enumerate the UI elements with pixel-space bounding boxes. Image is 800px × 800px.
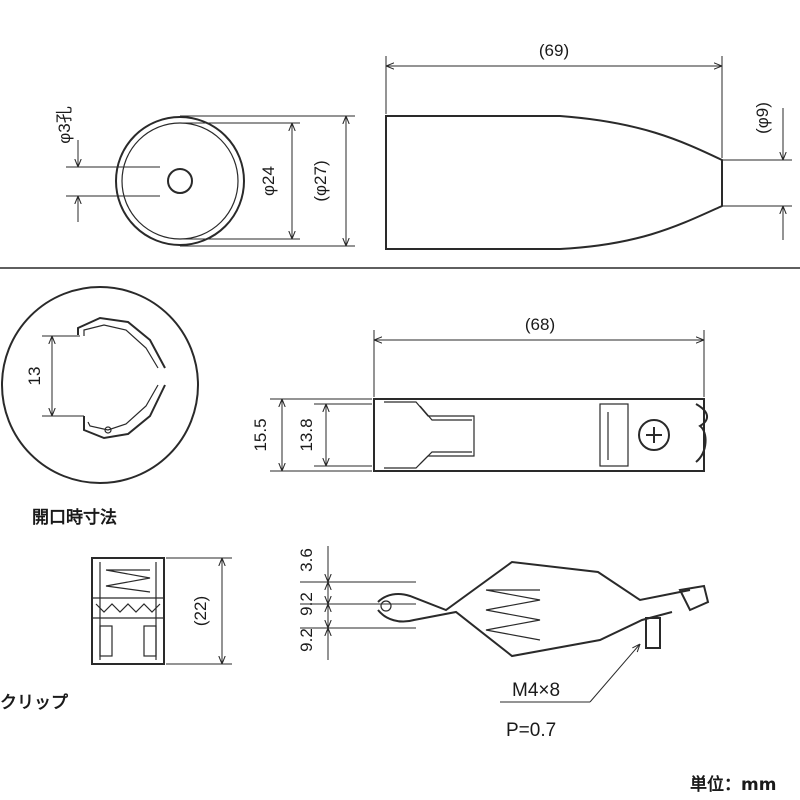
screw-head — [638, 419, 670, 451]
clip-inner-height-label: 13.8 — [297, 418, 316, 451]
outer-diameter-label: (φ27) — [311, 160, 330, 201]
clip-front-body — [91, 557, 165, 665]
boot-body-outline — [385, 115, 723, 250]
upper-arm — [377, 560, 691, 612]
clip-rear-band — [599, 403, 629, 467]
boot-length-label: (69) — [539, 41, 569, 60]
opening-width-label: 13 — [25, 367, 44, 386]
clip-caption: クリップ — [0, 692, 69, 713]
clip-body — [373, 398, 705, 472]
clip-dim-mid-label: 9.2 — [297, 592, 316, 616]
clip-tail — [695, 403, 708, 463]
clip-dim-bottom-label: 9.2 — [297, 628, 316, 652]
inner-diameter-label: φ24 — [259, 166, 278, 196]
screw-size-label: M4×8 — [512, 680, 560, 701]
opening-view: 13 開口時寸法 — [1, 286, 199, 528]
boot-side-view: (69) (φ9) — [385, 41, 792, 250]
opening-caption: 開口時寸法 — [32, 507, 117, 528]
boot-hole — [167, 168, 193, 194]
hole-diameter-label: φ3孔 — [55, 106, 74, 143]
jaw-teeth — [95, 603, 161, 613]
lower-jaw — [83, 384, 166, 440]
screw-body — [645, 617, 661, 649]
opening-outline-circle — [1, 286, 199, 484]
boot-outer-circle — [115, 116, 245, 246]
clip-open-view: 3.6 9.2 9.2 M4×8 P=0.7 — [297, 546, 710, 741]
clip-tab — [678, 584, 710, 612]
clip-side-view: (68) 15.5 13.8 — [251, 315, 708, 472]
upper-jaw — [77, 316, 166, 369]
clip-outer-height-label: 15.5 — [251, 418, 270, 451]
boot-inner-circle — [121, 122, 239, 240]
unit-label: 単位：mm — [690, 774, 776, 795]
screw-leader — [589, 644, 640, 703]
tip-diameter-label: (φ9) — [753, 102, 772, 134]
clip-front-view: (22) クリップ — [0, 557, 232, 713]
spring-coils — [105, 569, 151, 593]
clip-spring — [485, 589, 541, 641]
clip-dim-top-label: 3.6 — [297, 548, 316, 572]
lower-arm — [377, 609, 673, 658]
clip-left-jaw — [384, 401, 475, 469]
clip-front-height-label: (22) — [191, 596, 210, 626]
screw-pitch-label: P=0.7 — [506, 720, 556, 741]
clip-length-label: (68) — [525, 315, 555, 334]
boot-front-view: φ3孔 φ24 (φ27) — [55, 106, 355, 247]
